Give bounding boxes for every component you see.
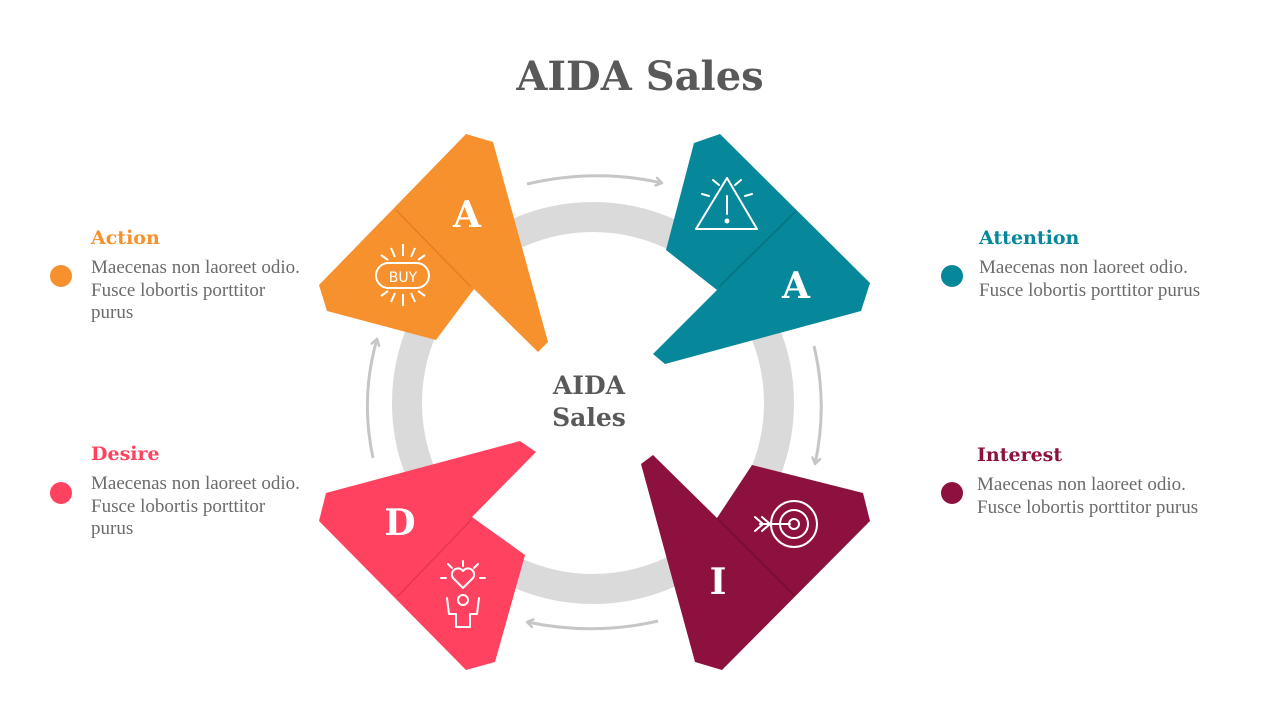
page-title: AIDA Sales xyxy=(516,53,764,100)
attention-text-block: Attention Maecenas non laoreet odio. Fus… xyxy=(979,225,1234,302)
desire-bullet xyxy=(50,482,72,504)
segment-letter-interest: I xyxy=(710,561,727,603)
warning-triangle-icon xyxy=(695,177,758,230)
cycle-arrow-left xyxy=(365,339,377,459)
center-label-line-1: AIDA xyxy=(552,371,626,400)
interest-description: Maecenas non laoreet odio. Fusce loborti… xyxy=(977,474,1199,518)
segment-letter-action: A xyxy=(452,194,482,236)
segment-letter-attention: A xyxy=(781,265,811,307)
center-label: AIDA Sales xyxy=(513,370,665,434)
cycle-arrow-right xyxy=(814,345,823,464)
cycle-arrow-top xyxy=(526,174,662,184)
target-arrow-icon xyxy=(754,500,818,548)
desire-text-block: Desire Maecenas non laoreet odio. Fusce … xyxy=(91,441,306,541)
interest-heading: Interest xyxy=(977,444,1063,466)
attention-heading: Attention xyxy=(979,227,1080,249)
action-text-block: Action Maecenas non laoreet odio. Fusce … xyxy=(91,225,306,325)
action-bullet xyxy=(50,265,72,287)
buy-badge-text: BUY xyxy=(389,270,418,286)
center-label-line-2: Sales xyxy=(552,403,626,432)
center-ring xyxy=(392,202,794,604)
desire-description: Maecenas non laoreet odio. Fusce loborti… xyxy=(91,473,300,539)
heart-person-icon xyxy=(440,560,486,628)
action-description: Maecenas non laoreet odio. Fusce loborti… xyxy=(91,257,300,323)
attention-description: Maecenas non laoreet odio. Fusce loborti… xyxy=(979,257,1201,301)
segment-desire: D xyxy=(319,441,536,670)
segment-attention: A xyxy=(653,134,870,364)
desire-heading: Desire xyxy=(91,443,160,465)
segment-action: A BUY xyxy=(319,134,548,352)
interest-text-block: Interest Maecenas non laoreet odio. Fusc… xyxy=(977,442,1232,519)
interest-bullet xyxy=(941,482,963,504)
segment-interest: I xyxy=(641,455,870,670)
buy-badge-icon xyxy=(375,244,430,306)
attention-bullet xyxy=(941,265,963,287)
cycle-arrow-bottom xyxy=(527,621,659,631)
segment-letter-desire: D xyxy=(384,502,415,544)
action-heading: Action xyxy=(91,227,160,249)
